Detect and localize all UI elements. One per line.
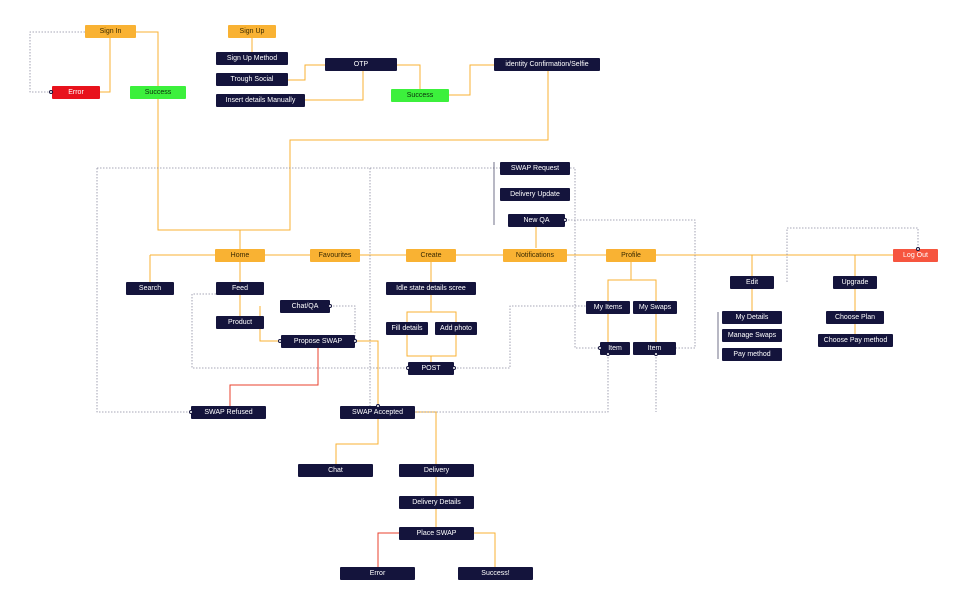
post-node[interactable]: POST <box>408 362 454 375</box>
success-node-mid: Success <box>391 89 449 102</box>
choose-pay-method-node[interactable]: Choose Pay method <box>818 334 893 347</box>
sign-up-method-node[interactable]: Sign Up Method <box>216 52 288 65</box>
connector-dot <box>353 339 357 343</box>
favourites-node[interactable]: Favourites <box>310 249 360 262</box>
insert-details-node[interactable]: Insert details Manually <box>216 94 305 107</box>
delivery-details-node[interactable]: Delivery Details <box>399 496 474 509</box>
product-node[interactable]: Product <box>216 316 264 329</box>
item-node-left[interactable]: Item <box>600 342 630 355</box>
connector-dot <box>278 339 282 343</box>
success-node-bottom: Success! <box>458 567 533 580</box>
add-photo-node[interactable]: Add photo <box>435 322 477 335</box>
new-qa-node[interactable]: New QA <box>508 214 565 227</box>
edit-node[interactable]: Edit <box>730 276 774 289</box>
manage-swaps-node[interactable]: Manage Swaps <box>722 329 782 342</box>
connector-dot <box>654 352 658 356</box>
connector-dot <box>598 346 602 350</box>
place-swap-node[interactable]: Place SWAP <box>399 527 474 540</box>
connector-dot <box>606 352 610 356</box>
connector-dot <box>563 218 567 222</box>
trough-social-node[interactable]: Trough Social <box>216 73 288 86</box>
sign-up-node[interactable]: Sign Up <box>228 25 276 38</box>
create-node[interactable]: Create <box>406 249 456 262</box>
delivery-node[interactable]: Delivery <box>399 464 474 477</box>
log-out-node[interactable]: Log Out <box>893 249 938 262</box>
my-details-node[interactable]: My Details <box>722 311 782 324</box>
search-node[interactable]: Search <box>126 282 174 295</box>
idle-state-node[interactable]: Idle state details scree <box>386 282 476 295</box>
swap-accepted-node[interactable]: SWAP Accepted <box>340 406 415 419</box>
profile-node[interactable]: Profile <box>606 249 656 262</box>
item-node-right[interactable]: Item <box>633 342 676 355</box>
error-node-bottom: Error <box>340 567 415 580</box>
fill-details-node[interactable]: Fill details <box>386 322 428 335</box>
home-node[interactable]: Home <box>215 249 265 262</box>
delivery-update-node[interactable]: Delivery Update <box>500 188 570 201</box>
identity-confirmation-node[interactable]: identity Confirmation/Selfie <box>494 58 600 71</box>
feed-node[interactable]: Feed <box>216 282 264 295</box>
my-items-node[interactable]: My Items <box>586 301 630 314</box>
chat-qa-node[interactable]: Chat/QA <box>280 300 330 313</box>
connector-dot <box>328 304 332 308</box>
connector-dot <box>376 404 380 408</box>
connector-dot <box>452 366 456 370</box>
notifications-node[interactable]: Notifications <box>503 249 567 262</box>
my-swaps-node[interactable]: My Swaps <box>633 301 677 314</box>
upgrade-node[interactable]: Upgrade <box>833 276 877 289</box>
connector-dot <box>406 366 410 370</box>
propose-swap-node[interactable]: Propose SWAP <box>281 335 355 348</box>
swap-refused-node[interactable]: SWAP Refused <box>191 406 266 419</box>
pay-method-node[interactable]: Pay method <box>722 348 782 361</box>
otp-node[interactable]: OTP <box>325 58 397 71</box>
error-node-top: Error <box>52 86 100 99</box>
sign-in-node[interactable]: Sign In <box>85 25 136 38</box>
chat-node[interactable]: Chat <box>298 464 373 477</box>
connector-dot <box>916 247 920 251</box>
swap-request-node[interactable]: SWAP Request <box>500 162 570 175</box>
connector-dot <box>189 410 193 414</box>
connector-dot <box>49 90 53 94</box>
success-node-left: Success <box>130 86 186 99</box>
choose-plan-node[interactable]: Choose Plan <box>826 311 884 324</box>
